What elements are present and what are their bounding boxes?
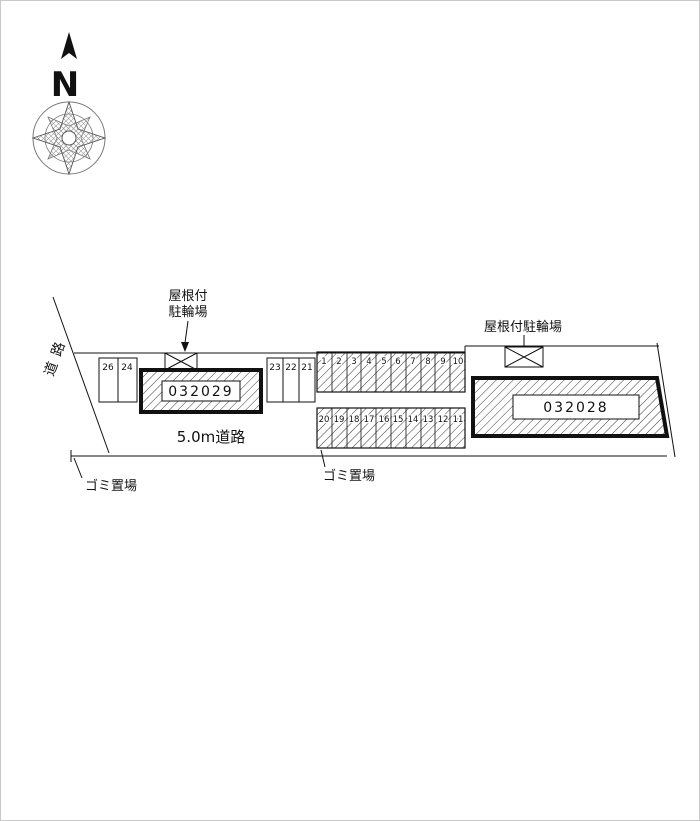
right-boundary: [656, 342, 676, 458]
stall-number: 22: [285, 363, 296, 373]
compass-north-label: N: [51, 65, 79, 105]
stall-number: 21: [301, 363, 312, 373]
stall-number: 13: [423, 415, 434, 425]
parking-row-upper: 1 2 3 4 5 6 7 8 9 10: [316, 351, 466, 393]
stall-number: 11: [453, 415, 464, 425]
stall-number: 24: [121, 363, 133, 373]
stall-number: 12: [438, 415, 449, 425]
stall-number: 19: [334, 415, 345, 425]
stall-number: 3: [351, 357, 356, 367]
building-left-label: 032029: [168, 384, 233, 400]
bike-parking-right: 屋根付駐輪場: [484, 319, 562, 368]
bike-parking-left-arrowhead-icon: [181, 342, 189, 352]
bike-parking-right-x2: [504, 346, 544, 368]
road-width-label: 5.0m道路: [177, 428, 245, 446]
stall-number: 10: [453, 357, 464, 367]
north-arrow-icon: [61, 32, 77, 59]
stall-number: 17: [364, 415, 375, 425]
parking-row-lower: 20 19 18 17 16 15 14 13 12 11: [316, 407, 466, 449]
stall-number: 15: [393, 415, 404, 425]
stall-number: 7: [410, 357, 415, 367]
garbage-mid: ゴミ置場: [320, 449, 375, 484]
side-road-label: 道路: [42, 333, 71, 378]
stall-number: 16: [379, 415, 390, 425]
building-right-label-box: [512, 394, 640, 420]
stall-number: 26: [102, 363, 114, 373]
stall-number: 20: [319, 415, 330, 425]
stall-number: 1: [321, 357, 326, 367]
bike-parking-left-leader: [184, 320, 189, 344]
parking-group-left: 26 24: [98, 357, 138, 403]
building-left: 032029: [139, 368, 263, 414]
stall-number: 18: [349, 415, 360, 425]
garbage-left-leader: [73, 457, 83, 479]
garbage-mid-leader: [320, 449, 326, 468]
bike-parking-right-label: 屋根付駐輪場: [484, 319, 562, 335]
stall-number: 8: [425, 357, 430, 367]
bike-parking-left: 屋根付 駐輪場: [164, 289, 208, 371]
compass: N: [31, 32, 107, 176]
garbage-left: ゴミ置場: [73, 457, 137, 494]
building-right-label: 032028: [543, 400, 608, 416]
stall-number: 5: [381, 357, 386, 367]
stall-number: 6: [395, 357, 400, 367]
garbage-left-label: ゴミ置場: [85, 478, 137, 494]
building-right: 032028: [471, 376, 670, 438]
building-left-label-box: [161, 380, 241, 402]
stall-number: 14: [408, 415, 419, 425]
left-road-boundary: [52, 296, 110, 454]
compass-rose-icon: [31, 100, 107, 176]
stall-number: 4: [366, 357, 371, 367]
garbage-mid-label: ゴミ置場: [323, 468, 375, 484]
parking-group-mid-outline: [266, 357, 316, 403]
bike-parking-left-label-line2: 駐輪場: [168, 304, 207, 320]
bike-parking-left-x2: [164, 352, 198, 371]
compass-hub: [61, 130, 77, 146]
stall-number: 9: [440, 357, 445, 367]
stall-number: 23: [269, 363, 280, 373]
parking-group-mid: 23 22 21: [266, 357, 316, 403]
stall-number: 2: [336, 357, 341, 367]
bike-parking-left-label-line1: 屋根付: [168, 289, 207, 304]
